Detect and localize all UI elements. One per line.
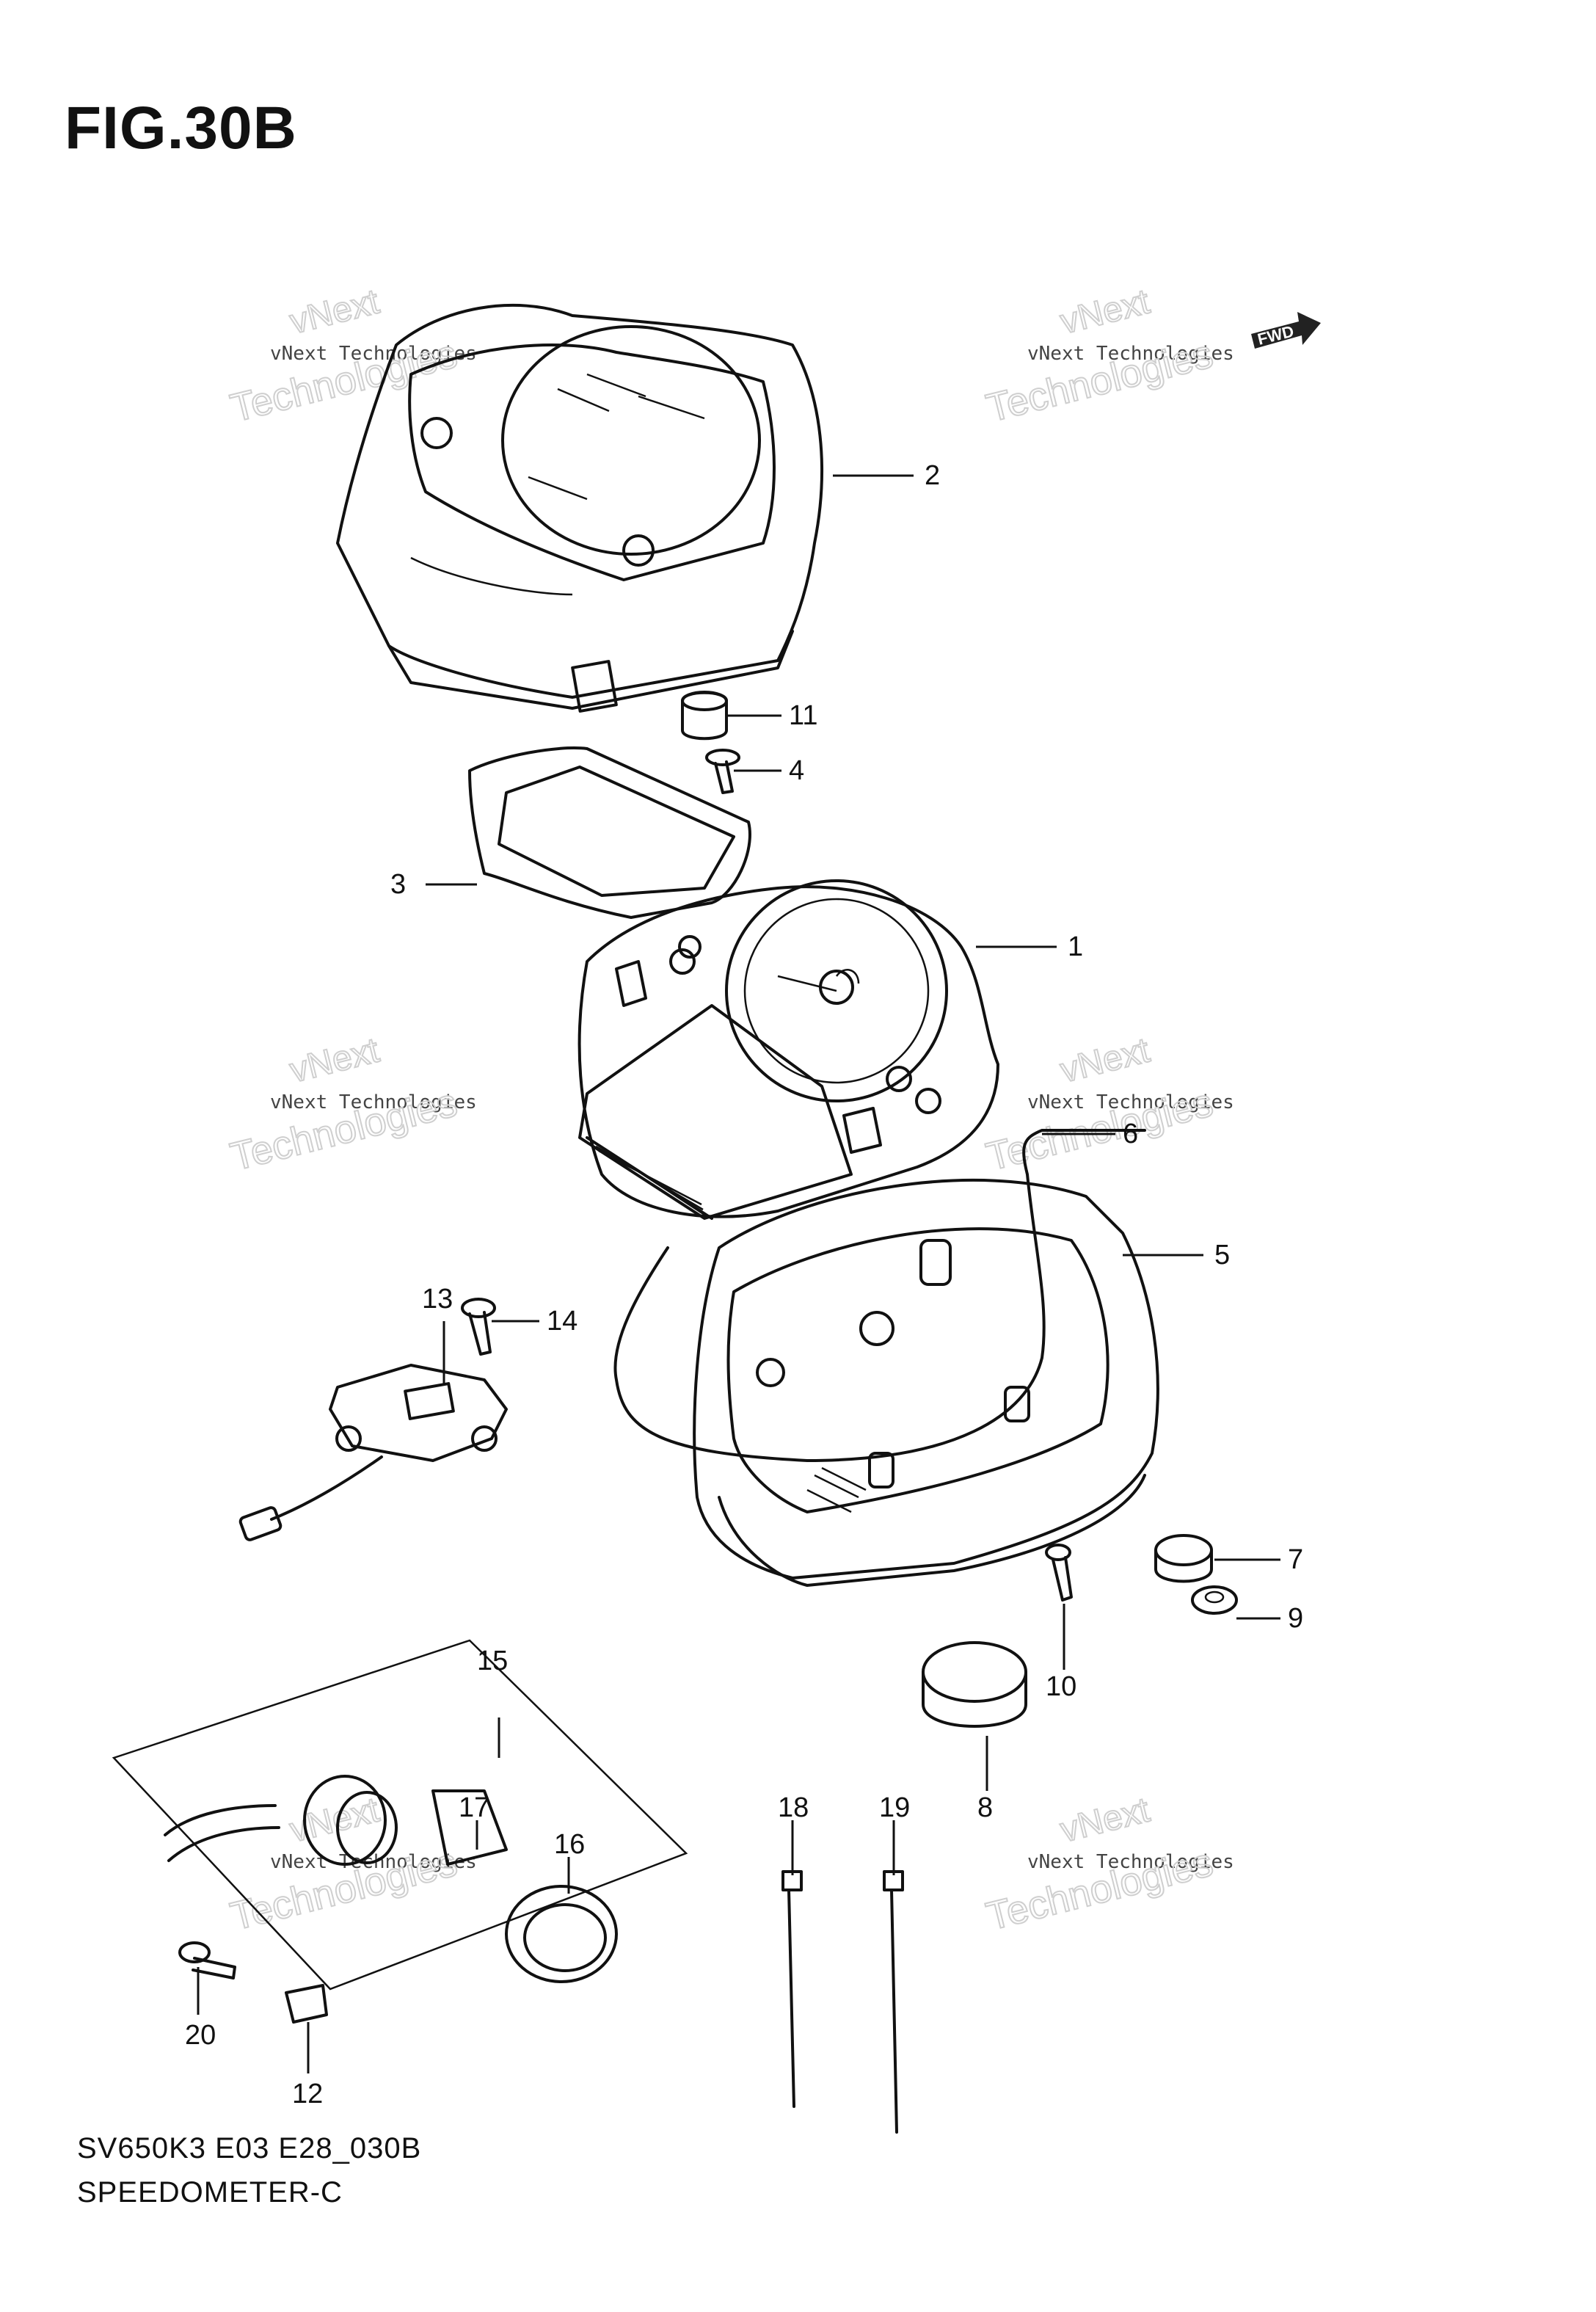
speed-sensor-part — [238, 1364, 508, 1541]
watermark-text-big: vNext — [1057, 1791, 1154, 1850]
callout-20: 20 — [185, 2020, 216, 2051]
callout-14: 14 — [547, 1306, 577, 1337]
leader-lines — [197, 474, 1280, 2073]
cushion-part — [922, 1641, 1027, 1728]
callout-12: 12 — [292, 2079, 323, 2109]
model-code: SV650K3 E03 E28_030B — [77, 2132, 422, 2164]
cable-tie-part — [781, 1870, 803, 2108]
callout-19: 19 — [879, 1792, 910, 1823]
bulb-socket-kit-box — [112, 1639, 688, 1991]
watermark-text: vNext Technologies — [1027, 1091, 1234, 1113]
collar-part — [1191, 1585, 1238, 1615]
callout-2: 2 — [925, 460, 940, 491]
watermark-text-big: vNext — [286, 1031, 383, 1091]
watermark-mid-left: vNext Technologies vNext Technologies — [225, 1030, 477, 1180]
callout-18: 18 — [778, 1792, 809, 1823]
callout-8: 8 — [977, 1792, 993, 1823]
callout-16: 16 — [554, 1829, 585, 1860]
watermark-text-big: vNext — [286, 1791, 383, 1850]
callout-15: 15 — [477, 1646, 508, 1676]
callout-4: 4 — [789, 755, 804, 786]
watermark-text: vNext Technologies — [270, 1091, 477, 1113]
screw-part — [1045, 1544, 1073, 1602]
callout-3: 3 — [390, 869, 406, 900]
speedometer-assembly-part — [577, 879, 999, 1220]
figure-title: FIG.30B — [65, 95, 297, 161]
screw-part — [705, 749, 740, 794]
watermark-mid-right: vNext Technologies vNext Technologies — [981, 1030, 1234, 1180]
part-group-name: SPEEDOMETER-C — [77, 2176, 343, 2209]
meter-cover-part — [336, 303, 823, 713]
callout-17: 17 — [459, 1792, 489, 1823]
callout-10: 10 — [1046, 1671, 1076, 1702]
fwd-arrow-icon: FWD — [1251, 312, 1321, 349]
watermark-text-big: vNext — [286, 283, 383, 342]
bolt-part — [178, 1941, 236, 1980]
callout-13: 13 — [422, 1284, 453, 1315]
watermark-text-big: vNext — [1057, 1031, 1154, 1091]
cable-tie-part — [883, 1870, 904, 2134]
callout-11: 11 — [789, 700, 817, 731]
grommet-part — [681, 691, 728, 741]
watermark-text: vNext Technologies — [1027, 343, 1234, 365]
callout-5: 5 — [1214, 1240, 1230, 1270]
callout-labels: 2 11 4 3 1 6 5 7 9 10 8 13 14 15 17 16 1… — [185, 460, 1303, 2109]
watermark-bottom-right: vNext Technologies vNext Technologies — [981, 1790, 1234, 1940]
watermark-top-left: vNext Technologies vNext Technologies — [225, 282, 476, 432]
callout-1: 1 — [1068, 931, 1083, 962]
bolt-part — [461, 1298, 496, 1356]
clip-part — [285, 1984, 328, 2024]
callout-7: 7 — [1288, 1544, 1303, 1575]
fwd-badge-label: FWD — [1256, 321, 1296, 348]
cushion-part — [1154, 1534, 1213, 1583]
meter-lens-part — [468, 746, 751, 919]
callout-9: 9 — [1288, 1603, 1303, 1634]
wire-harness-part — [613, 1129, 1146, 1462]
watermark-top-right: vNext Technologies vNext Technologies — [981, 282, 1234, 432]
callout-6: 6 — [1123, 1119, 1138, 1149]
watermark-text-big: vNext — [1057, 283, 1154, 342]
watermark-text: vNext Technologies — [1027, 1851, 1234, 1873]
meter-case-part — [693, 1178, 1159, 1587]
